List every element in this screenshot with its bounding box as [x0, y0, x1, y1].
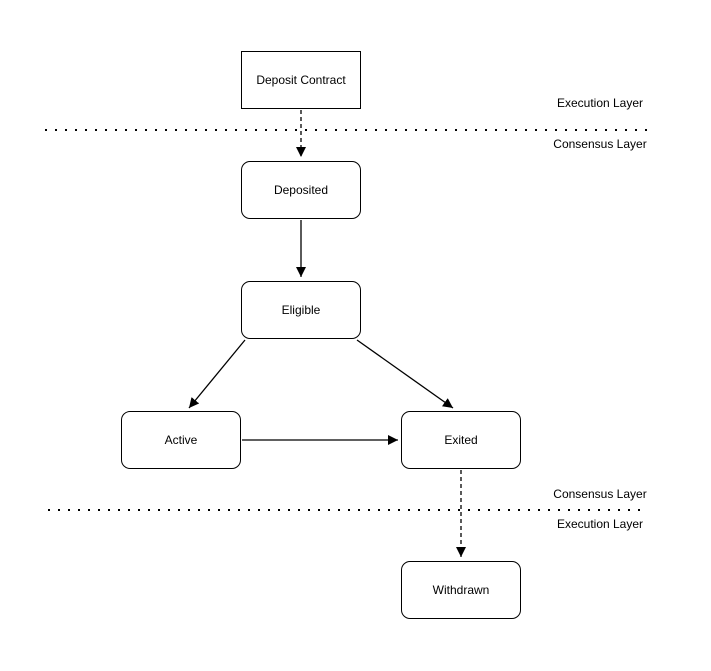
edge-eligible-to-exited: [356, 339, 454, 409]
layer-label-bottom-consensus: Consensus Layer: [553, 487, 647, 501]
node-eligible: Eligible: [241, 281, 361, 339]
node-deposit-contract: Deposit Contract: [241, 51, 361, 109]
node-eligible-label: Eligible: [281, 303, 321, 317]
node-deposit-contract-label: Deposit Contract: [256, 73, 346, 87]
node-exited-label: Exited: [444, 433, 478, 447]
layer-label-top-execution: Execution Layer: [556, 96, 644, 110]
node-exited: Exited: [401, 411, 521, 469]
node-withdrawn-label: Withdrawn: [432, 583, 490, 597]
layer-label-bottom-execution: Execution Layer: [556, 517, 644, 531]
node-active-label: Active: [164, 433, 198, 447]
node-active: Active: [121, 411, 241, 469]
node-withdrawn: Withdrawn: [401, 561, 521, 619]
edge-eligible-to-active: [188, 339, 246, 409]
node-deposited: Deposited: [241, 161, 361, 219]
node-deposited-label: Deposited: [273, 183, 329, 197]
layer-label-top-consensus: Consensus Layer: [553, 137, 647, 151]
